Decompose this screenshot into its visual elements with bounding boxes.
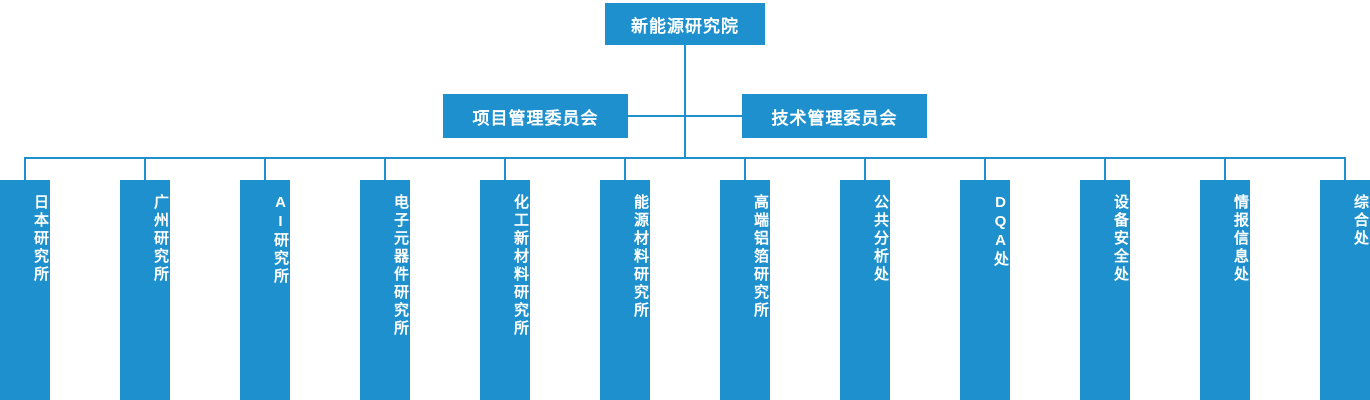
connector-unit-drop <box>624 157 626 180</box>
node-unit-label: 公共分析处 <box>872 194 889 284</box>
node-unit[interactable]: 高端铝箔研究所 <box>720 180 770 400</box>
node-unit[interactable]: DQA处 <box>960 180 1010 400</box>
connector-unit-drop <box>1224 157 1226 180</box>
connector-unit-bus <box>24 157 1346 159</box>
connector-unit-drop <box>24 157 26 180</box>
node-unit-label: 能源材料研究所 <box>632 194 649 320</box>
connector-unit-drop <box>864 157 866 180</box>
connector-unit-drop <box>264 157 266 180</box>
node-committee-technical-management[interactable]: 技术管理委员会 <box>742 94 927 138</box>
connector-unit-drop <box>384 157 386 180</box>
node-unit-label: 情报信息处 <box>1232 194 1249 284</box>
node-root-institute[interactable]: 新能源研究院 <box>605 3 765 45</box>
node-unit-label: 电子元器件研究所 <box>392 194 409 338</box>
node-unit[interactable]: 日本研究所 <box>0 180 50 400</box>
node-unit[interactable]: AI研究所 <box>240 180 290 400</box>
node-unit[interactable]: 电子元器件研究所 <box>360 180 410 400</box>
node-unit-label-latin: AI <box>272 194 289 232</box>
node-unit[interactable]: 化工新材料研究所 <box>480 180 530 400</box>
node-unit-label: 设备安全处 <box>1112 194 1129 284</box>
connector-unit-drop <box>1344 157 1346 180</box>
node-unit[interactable]: 公共分析处 <box>840 180 890 400</box>
connector-unit-drop <box>504 157 506 180</box>
node-unit-label-latin: DQA <box>992 194 1009 251</box>
node-unit-label: DQA处 <box>992 194 1009 269</box>
node-unit[interactable]: 情报信息处 <box>1200 180 1250 400</box>
node-unit[interactable]: 能源材料研究所 <box>600 180 650 400</box>
node-unit-label: 高端铝箔研究所 <box>752 194 769 320</box>
node-committee-label: 技术管理委员会 <box>771 108 898 128</box>
node-unit-label: 化工新材料研究所 <box>512 194 529 338</box>
node-unit[interactable]: 设备安全处 <box>1080 180 1130 400</box>
node-unit-label: 日本研究所 <box>32 194 49 284</box>
node-unit-label: 综合处 <box>1352 194 1369 248</box>
connector-unit-drop <box>744 157 746 180</box>
node-unit-label: AI研究所 <box>272 194 289 286</box>
connector-committee-link <box>628 115 742 117</box>
node-unit[interactable]: 综合处 <box>1320 180 1370 400</box>
node-committee-project-management[interactable]: 项目管理委员会 <box>443 94 628 138</box>
node-unit-label: 广州研究所 <box>152 194 169 284</box>
node-root-label: 新能源研究院 <box>631 16 739 36</box>
connector-unit-drop <box>144 157 146 180</box>
node-committee-label: 项目管理委员会 <box>472 108 599 128</box>
connector-unit-drop <box>1104 157 1106 180</box>
connector-root-trunk <box>684 45 686 157</box>
node-unit[interactable]: 广州研究所 <box>120 180 170 400</box>
connector-unit-drop <box>984 157 986 180</box>
